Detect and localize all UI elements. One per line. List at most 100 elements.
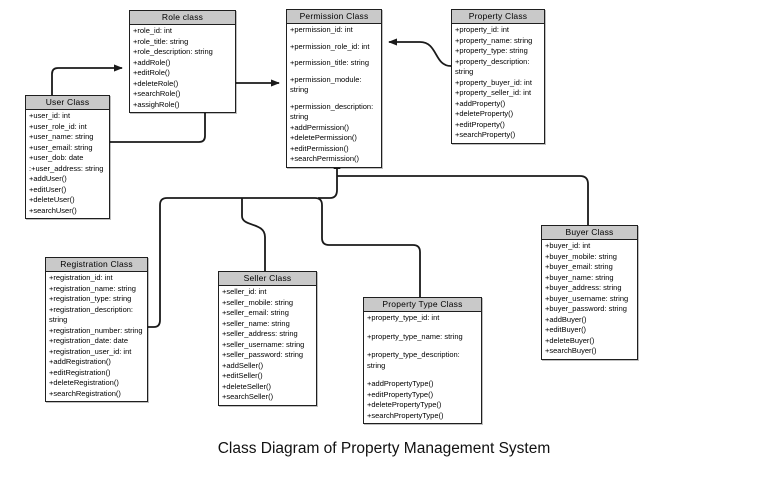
class-method: +searchPropertyType(): [367, 410, 444, 420]
class-method: +deletePermission(): [290, 133, 357, 142]
class-attribute: +role_title: string: [133, 36, 189, 46]
connector-buyer-permission: [337, 175, 589, 225]
class-attribute: +buyer_id: int: [545, 241, 591, 250]
connector-registration-propertytype-bus: [148, 197, 421, 328]
class-method: +editProperty(): [455, 119, 505, 129]
class-box-user[interactable]: User Class+user_id: int+user_role_id: in…: [25, 95, 110, 219]
class-members-role: +role_id: int+role_title: string+role_de…: [130, 25, 235, 112]
class-attribute: +seller_mobile: string: [222, 297, 294, 307]
class-method: +searchSeller(): [222, 392, 274, 401]
class-method: +editSeller(): [222, 371, 263, 380]
class-method: +addRegistration(): [49, 357, 111, 366]
class-method: +addPermission(): [290, 122, 349, 132]
class-attribute: +property_buyer_id: int: [455, 77, 532, 87]
class-method: +deletePropertyType(): [367, 400, 442, 409]
class-name-property: Property Class: [452, 10, 544, 24]
class-method: +searchRole(): [133, 89, 181, 98]
class-attribute: +user_email: string: [29, 142, 93, 152]
class-method: +deleteRegistration(): [49, 378, 119, 387]
class-box-seller[interactable]: Seller Class+seller_id: int+seller_mobil…: [218, 271, 317, 406]
class-method: +deleteRole(): [133, 78, 179, 88]
class-attribute: +seller_id: int: [222, 287, 267, 296]
class-name-seller: Seller Class: [219, 272, 316, 286]
class-attribute: +registration_date: date: [49, 336, 129, 345]
class-name-user: User Class: [26, 96, 109, 110]
class-method: +editPermission(): [290, 143, 349, 153]
class-attribute: +seller_username: string: [222, 339, 305, 349]
class-attribute: +property_type: string: [455, 46, 528, 55]
class-attribute: +permission_description: string: [290, 101, 374, 122]
class-attribute: +buyer_email: string: [545, 262, 613, 271]
class-attribute: +buyer_mobile: string: [545, 251, 617, 261]
class-attribute: +user_id: int: [29, 111, 71, 120]
class-method: +addPropertyType(): [367, 379, 434, 388]
class-method: +addSeller(): [222, 360, 264, 370]
connector-bus-seller: [241, 198, 266, 271]
class-attribute: +role_description: string: [133, 47, 213, 56]
class-name-buyer: Buyer Class: [542, 226, 637, 240]
class-members-user: +user_id: int+user_role_id: int+user_nam…: [26, 110, 109, 218]
class-members-property_type: +property_type_id: int+property_type_nam…: [364, 312, 481, 423]
class-attribute: +permission_role_id: int: [290, 41, 370, 51]
class-box-registration[interactable]: Registration Class+registration_id: int+…: [45, 257, 148, 402]
class-box-role[interactable]: Role class+role_id: int+role_title: stri…: [129, 10, 236, 113]
class-box-permission[interactable]: Permission Class+permission_id: int+perm…: [286, 9, 382, 168]
class-attribute: +property_type_id: int: [367, 313, 440, 322]
class-method: +addBuyer(): [545, 314, 587, 324]
class-attribute: +seller_name: string: [222, 318, 290, 328]
class-attribute: +property_id: int: [455, 25, 509, 34]
class-attribute: +buyer_username: string: [545, 293, 629, 303]
class-method: +searchUser(): [29, 205, 77, 215]
class-method: +editRole(): [133, 68, 170, 77]
class-attribute: +registration_id: int: [49, 273, 113, 282]
class-method: +deleteUser(): [29, 195, 75, 204]
class-name-role: Role class: [130, 11, 235, 25]
class-method: +addUser(): [29, 174, 67, 183]
connector-user-role: [51, 64, 123, 95]
class-method: +editRegistration(): [49, 367, 111, 377]
class-members-registration: +registration_id: int+registration_name:…: [46, 272, 147, 401]
class-box-property_type[interactable]: Property Type Class+property_type_id: in…: [363, 297, 482, 424]
class-attribute: +property_seller_id: int: [455, 88, 532, 97]
class-attribute: :+user_address: string: [29, 163, 104, 173]
class-method: +addProperty(): [455, 98, 506, 108]
class-attribute: +registration_user_id: int: [49, 346, 132, 356]
class-attribute: +registration_description: string: [49, 304, 134, 325]
class-members-permission: +permission_id: int +permission_role_id: …: [287, 24, 381, 167]
class-method: +deleteBuyer(): [545, 335, 595, 345]
class-box-buyer[interactable]: Buyer Class+buyer_id: int+buyer_mobile: …: [541, 225, 638, 360]
class-members-buyer: +buyer_id: int+buyer_mobile: string+buye…: [542, 240, 637, 359]
class-name-permission: Permission Class: [287, 10, 381, 24]
class-attribute: +buyer_name: string: [545, 272, 614, 282]
class-method: +editUser(): [29, 184, 67, 194]
class-attribute: +registration_number: string: [49, 325, 143, 335]
class-attribute: +seller_address: string: [222, 329, 298, 338]
class-attribute: +buyer_password: string: [545, 304, 627, 313]
class-attribute: +user_role_id: int: [29, 121, 87, 131]
class-attribute: +permission_module: string: [290, 74, 362, 95]
class-method: +editPropertyType(): [367, 389, 434, 399]
connector-bus-permission-arrow: [318, 160, 341, 199]
class-method: +deleteProperty(): [455, 109, 514, 118]
class-attribute: +user_dob: date: [29, 153, 84, 162]
connector-property-permission: [388, 38, 452, 67]
class-attribute: +property_name: string: [455, 35, 533, 45]
class-members-property: +property_id: int+property_name: string+…: [452, 24, 544, 143]
class-name-property_type: Property Type Class: [364, 298, 481, 312]
class-attribute: +seller_email: string: [222, 308, 289, 317]
class-attribute: +permission_id: int: [290, 25, 353, 34]
class-method: +searchPermission(): [290, 154, 359, 163]
diagram-title: Class Diagram of Property Management Sys…: [217, 440, 551, 457]
class-attribute: +buyer_address: string: [545, 283, 622, 292]
class-method: +deleteSeller(): [222, 381, 271, 391]
class-attribute: +seller_password: string: [222, 350, 304, 359]
class-method: +addRole(): [133, 57, 171, 67]
class-box-property[interactable]: Property Class+property_id: int+property…: [451, 9, 545, 144]
class-method: +editBuyer(): [545, 325, 587, 334]
class-members-seller: +seller_id: int+seller_mobile: string+se…: [219, 286, 316, 405]
class-method: +searchProperty(): [455, 130, 516, 139]
class-method: +searchRegistration(): [49, 388, 121, 398]
class-attribute: +permission_title: string: [290, 58, 369, 67]
